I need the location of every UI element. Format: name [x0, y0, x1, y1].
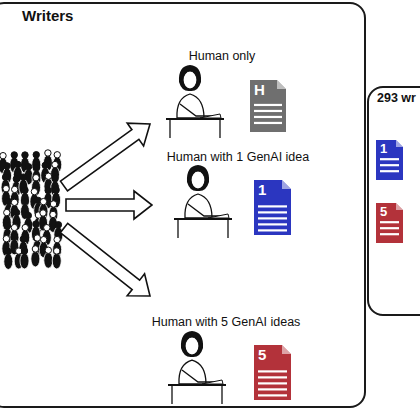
crowd-head	[4, 209, 10, 215]
block-arrow	[56, 113, 158, 198]
crowd-head	[25, 212, 31, 218]
writer-figure	[168, 331, 226, 404]
crowd-head	[50, 201, 56, 207]
crowd-head	[0, 152, 6, 158]
crowd-head	[33, 152, 39, 158]
document-icon: 5	[254, 345, 291, 400]
block-arrow	[66, 191, 152, 219]
document-icon: 1	[376, 140, 403, 180]
crowd-head	[31, 188, 37, 194]
group-label: Human with 5 GenAI ideas	[152, 315, 301, 329]
group-label: Human with 1 GenAI idea	[167, 150, 309, 164]
crowd-illustration	[0, 150, 63, 270]
crowd-head	[20, 174, 26, 180]
crowd-head	[33, 174, 39, 180]
crowd-head	[12, 186, 18, 192]
crowd-head	[45, 247, 51, 253]
block-arrows	[55, 113, 158, 307]
crowd-head	[11, 224, 17, 230]
crowd-head	[22, 187, 28, 193]
crowd-head	[4, 163, 10, 169]
crowd-head	[3, 236, 9, 242]
panel-title: Writers	[22, 7, 73, 24]
crowd-head	[11, 152, 17, 158]
document-letter: 5	[380, 204, 387, 219]
document-icon: H	[250, 80, 286, 132]
crowd-head	[34, 235, 40, 241]
crowd-head	[22, 224, 28, 230]
crowd-head	[5, 198, 11, 204]
crowd-person	[54, 227, 63, 243]
crowd-head	[45, 150, 51, 156]
block-arrow	[55, 217, 158, 307]
crowd-person	[50, 167, 59, 183]
group-label: Human only	[189, 49, 256, 63]
crowd-head	[22, 152, 28, 158]
crowd-person	[31, 251, 40, 267]
document-letter: 1	[380, 141, 387, 156]
crowd-head	[45, 173, 51, 179]
crowd-person	[32, 180, 41, 196]
crowd-head	[25, 164, 31, 170]
crowd-head	[32, 246, 38, 252]
document-icon: 1	[254, 180, 291, 235]
crowd-head	[52, 175, 58, 181]
crowd-head	[44, 224, 50, 230]
document-letter: 1	[258, 181, 266, 198]
writer-figure	[174, 165, 232, 238]
crowd-head	[3, 185, 9, 191]
crowd-head	[40, 210, 46, 216]
crowd-person	[19, 179, 28, 195]
crowd-head	[11, 234, 17, 240]
group-panel: H 1 5 Writers	[0, 2, 366, 408]
crowd-head	[13, 176, 19, 182]
crowd-head	[33, 164, 39, 170]
crowd-head	[42, 162, 48, 168]
crowd-head	[22, 198, 28, 204]
crowd-head	[21, 248, 27, 254]
document-letter: 5	[258, 346, 266, 363]
crowd-head	[54, 236, 60, 242]
crowd-head	[11, 199, 17, 205]
group-panel: 1 5 293 wr	[367, 86, 420, 316]
crowd-person	[2, 241, 11, 257]
crowd-person	[31, 226, 40, 242]
crowd-head	[15, 161, 21, 167]
crowd-head	[52, 161, 58, 167]
panel-title: 293 wr	[377, 91, 416, 105]
crowd-head	[50, 211, 56, 217]
document-letter: H	[254, 81, 265, 98]
document-icon: 5	[376, 203, 403, 243]
crowd-head	[54, 152, 60, 158]
crowd-person	[4, 253, 13, 269]
crowd-head	[53, 187, 59, 193]
crowd-head	[20, 236, 26, 242]
crowd-person	[32, 157, 41, 173]
crowd-person	[12, 215, 21, 231]
writer-illustrations	[166, 65, 232, 404]
crowd-head	[2, 174, 8, 180]
crowd-head	[40, 236, 46, 242]
crowd-head	[4, 223, 10, 229]
crowd-person	[44, 252, 53, 268]
writer-figure	[166, 65, 224, 138]
crowd-person	[52, 253, 61, 269]
crowd-person	[20, 253, 29, 269]
crowd-head	[33, 221, 39, 227]
crowd-head	[54, 248, 60, 254]
crowd-head	[45, 187, 51, 193]
crowd-head	[13, 209, 19, 215]
crowd-head	[40, 198, 46, 204]
crowd-person	[2, 215, 11, 231]
crowd-head	[5, 248, 11, 254]
crowd-head	[55, 222, 61, 228]
